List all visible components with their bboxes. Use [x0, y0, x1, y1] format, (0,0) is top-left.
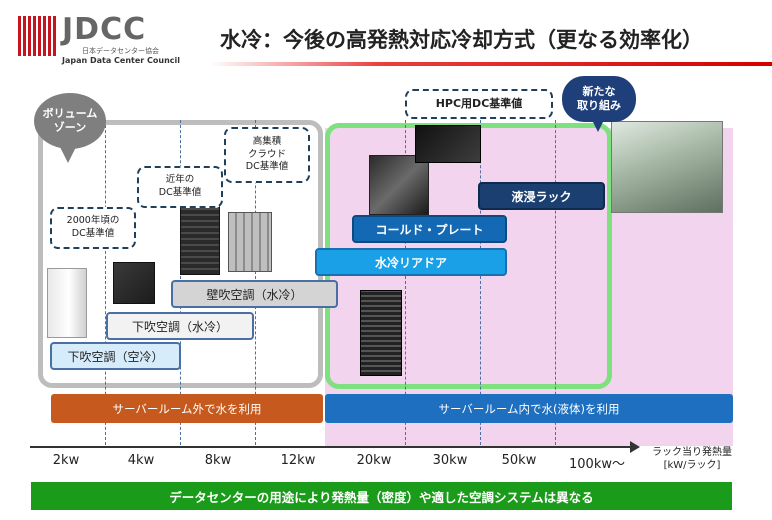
axis-tick: 2kw — [52, 453, 80, 468]
server-rack-image — [180, 205, 220, 275]
logo-subtitle: 日本データセンター協会 — [82, 47, 159, 55]
method-underfloor-air: 下吹空調（空冷） — [50, 342, 181, 370]
arrow-right-icon — [630, 441, 640, 453]
axis-tick: 100kw〜 — [569, 457, 625, 472]
band-outside-room: サーバールーム外で水を利用 — [51, 394, 323, 423]
method-immersion-rack: 液浸ラック — [478, 182, 605, 210]
logo-english: Japan Data Center Council — [62, 56, 180, 65]
axis-tick: 8kw — [204, 453, 232, 468]
page-title: 水冷：今後の高発熱対応冷却方式（更なる効率化） — [220, 28, 703, 52]
method-underfloor-water: 下吹空調（水冷） — [106, 312, 254, 340]
gridline — [405, 120, 406, 445]
logo-text: JDCC — [62, 12, 147, 47]
axis-tick: 30kw — [432, 453, 468, 468]
band-inside-room: サーバールーム内で水(液体)を利用 — [325, 394, 733, 423]
cold-plate-board-photo — [369, 155, 429, 215]
volume-zone-callout: ボリューム ゾーン — [34, 93, 106, 163]
standard-hpc: HPC用DC基準値 — [405, 89, 553, 119]
air-cooled-cabinet-image — [47, 268, 87, 338]
rear-door-rack-image — [360, 290, 402, 376]
wall-air-unit-image — [228, 212, 272, 272]
standard-2000: 2000年頃の DC基準値 — [50, 207, 136, 249]
axis-unit-label: ラック当り発熱量 [kW/ラック] — [652, 447, 732, 471]
axis-tick: 20kw — [356, 453, 392, 468]
axis-tick: 12kw — [280, 453, 316, 468]
x-axis-line — [30, 446, 634, 448]
title-underline — [210, 62, 772, 66]
method-cold-plate: コールド・プレート — [352, 215, 507, 243]
cold-plate-photo — [415, 125, 481, 163]
new-effort-callout: 新たな 取り組み — [562, 76, 636, 132]
method-rear-door: 水冷リアドア — [315, 248, 507, 276]
gridline — [105, 120, 106, 445]
gridline — [480, 120, 481, 445]
water-cooled-cabinet-image — [113, 262, 155, 304]
logo-stripes-icon — [18, 16, 58, 56]
axis-tick: 4kw — [127, 453, 155, 468]
standard-cloud: 高集積 クラウド DC基準値 — [224, 127, 310, 183]
jdcc-logo: JDCC 日本データセンター協会 Japan Data Center Counc… — [18, 12, 203, 65]
method-wall-water: 壁吹空調（水冷） — [171, 280, 338, 308]
footer-banner: データセンターの用途により発熱量（密度）や適した空調システムは異なる — [31, 482, 732, 510]
standard-recent: 近年の DC基準値 — [137, 166, 223, 208]
immersion-tank-photo — [611, 121, 723, 213]
axis-tick: 50kw — [501, 453, 537, 468]
gridline — [555, 120, 556, 445]
